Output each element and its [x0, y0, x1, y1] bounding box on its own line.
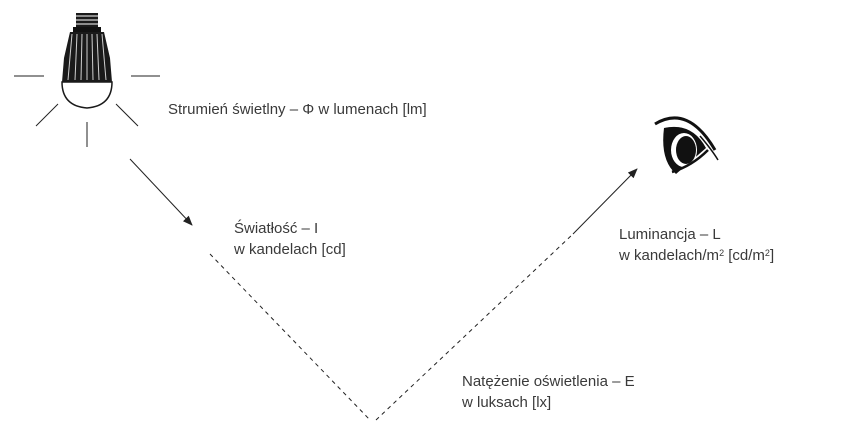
light-rays	[14, 75, 160, 147]
illuminance-label: Natężenie oświetlenia – E w luksach [lx]	[462, 371, 635, 413]
incident-dashed-line	[209, 253, 371, 421]
light-bulb-icon	[61, 13, 113, 109]
flux-arrow	[129, 158, 193, 226]
luminance-unit: w kandelach/m2 [cd/m2]	[619, 247, 775, 264]
luminance-title: Luminancja – L	[619, 226, 721, 243]
luminous-intensity-title: Światłość – I	[234, 220, 319, 237]
luminous-flux-text: Strumień świetlny – Φ w lumenach [lm]	[168, 101, 427, 118]
luminous-intensity-unit: w kandelach [cd]	[234, 241, 346, 258]
luminance-label: Luminancja – L w kandelach/m2 [cd/m2]	[619, 224, 774, 266]
illuminance-unit: w luksach [lx]	[462, 394, 552, 411]
eye-icon	[654, 116, 719, 174]
luminous-intensity-label: Światłość – I w kandelach [cd]	[234, 218, 346, 260]
luminance-arrow	[572, 168, 638, 235]
illuminance-title: Natężenie oświetlenia – E	[462, 373, 635, 390]
reflected-dashed-line	[375, 233, 574, 421]
luminous-flux-label: Strumień świetlny – Φ w lumenach [lm]	[168, 99, 427, 120]
